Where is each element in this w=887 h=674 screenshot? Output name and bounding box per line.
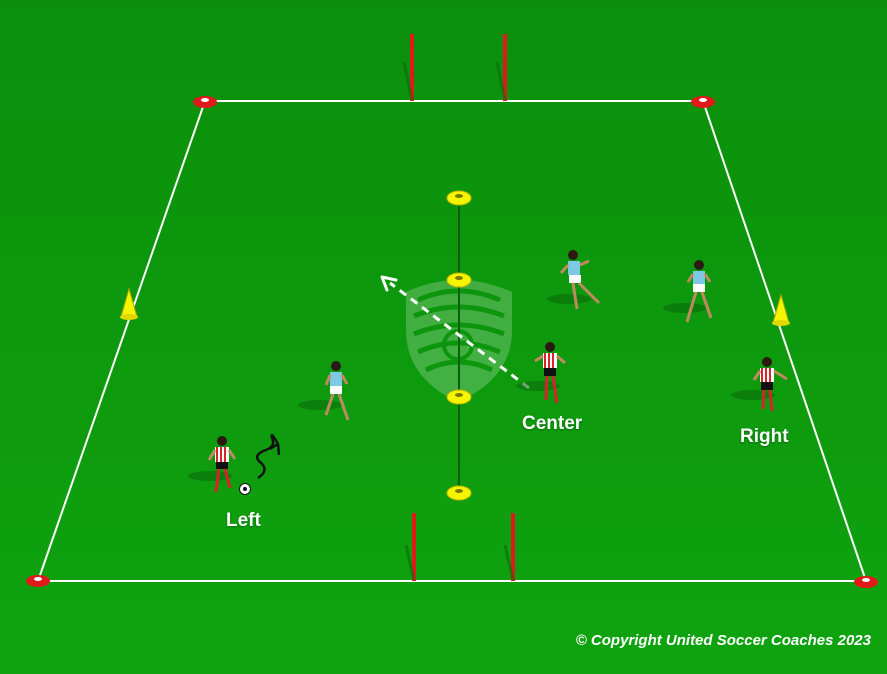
corner-disc-cone [193, 96, 217, 108]
corner-disc-cone [854, 576, 878, 588]
center-disc-cone [447, 191, 471, 205]
corner-disc-cone [26, 575, 50, 587]
soccer-ball-icon [240, 484, 251, 495]
center-disc-cone [447, 273, 471, 287]
copyright-notice: © Copyright United Soccer Coaches 2023 [576, 632, 871, 649]
corner-disc-cone [691, 96, 715, 108]
center-disc-cone [447, 390, 471, 404]
center-disc-cone [447, 486, 471, 500]
label-center: Center [522, 413, 582, 435]
label-right: Right [740, 426, 789, 448]
label-left: Left [226, 510, 261, 532]
